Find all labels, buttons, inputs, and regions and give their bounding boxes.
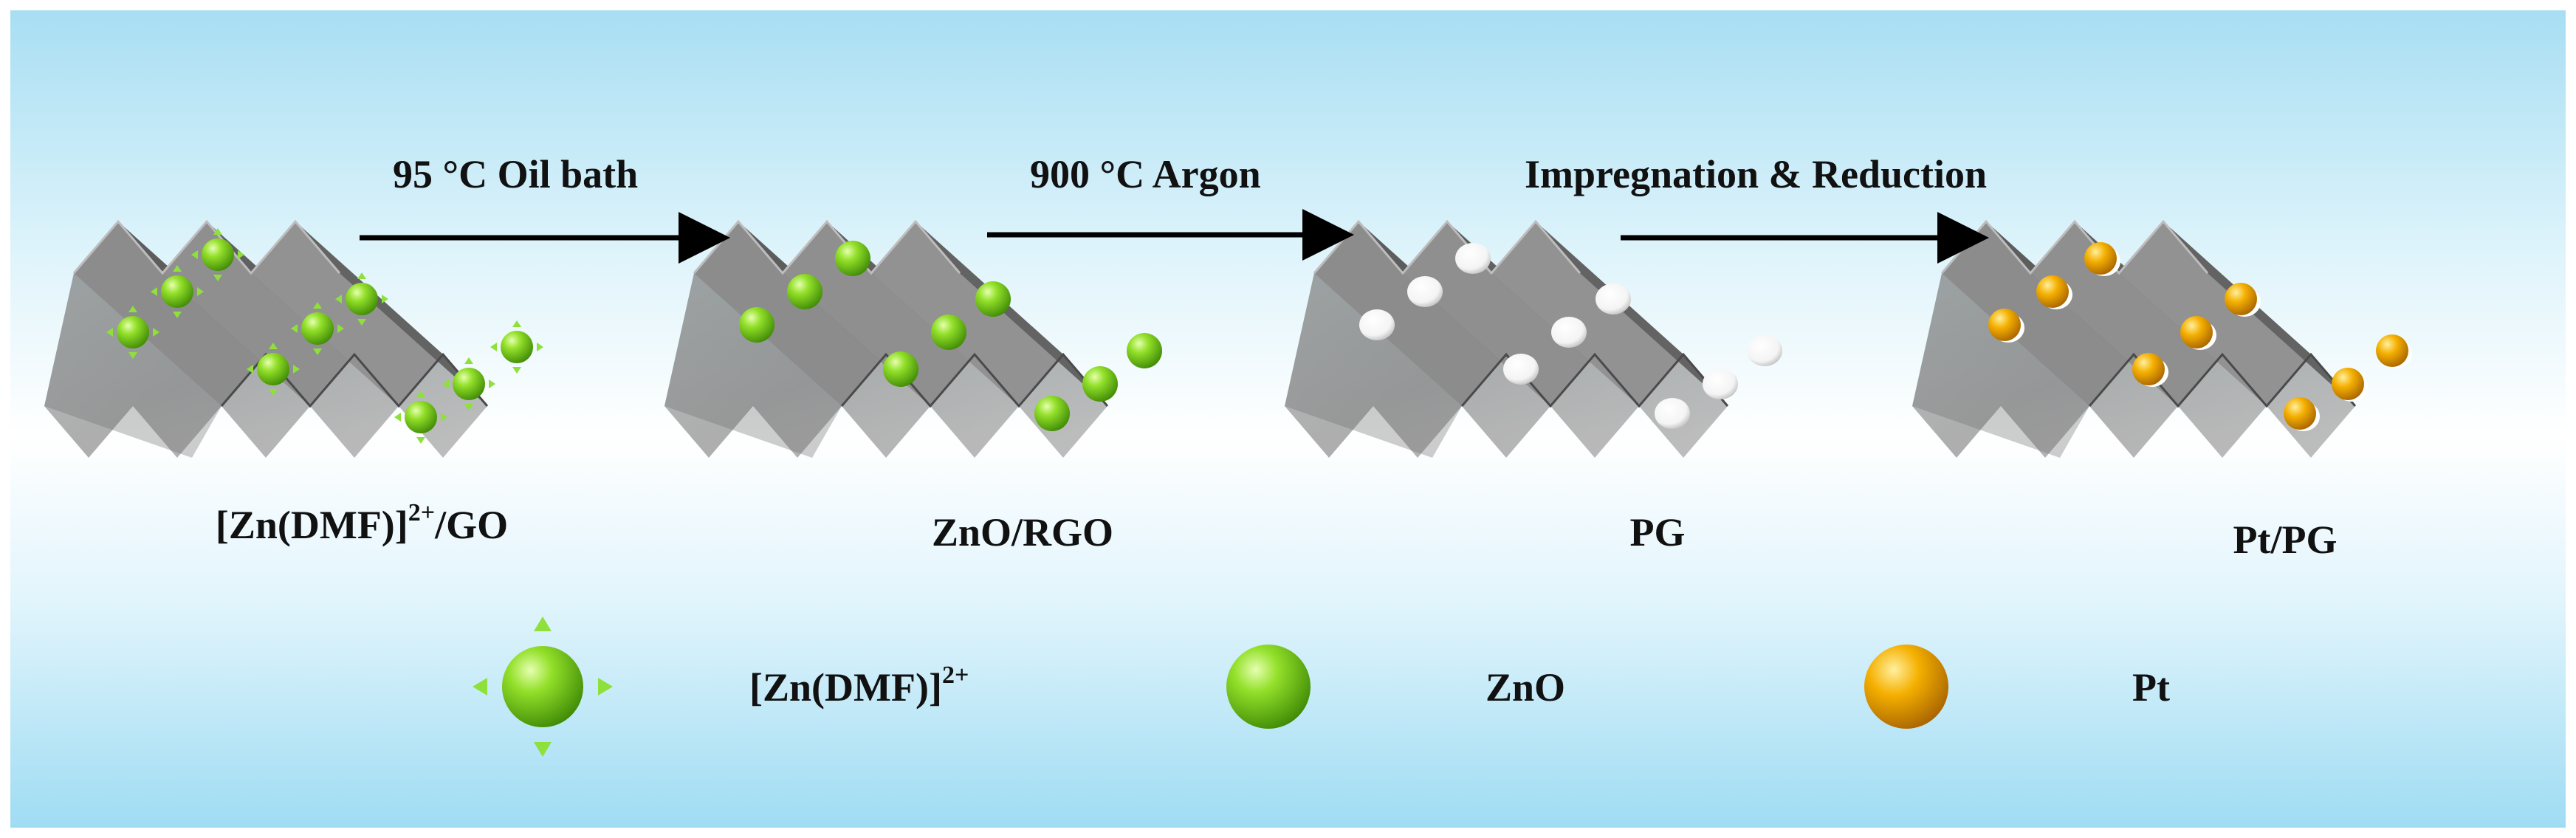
pore <box>1703 368 1738 399</box>
pt-particle <box>1988 309 2021 341</box>
zno-particle <box>1034 396 1070 431</box>
zn-dmf-complex-icon <box>473 617 613 757</box>
zno-particle <box>1082 366 1118 402</box>
zno-particle <box>787 274 822 309</box>
step-label-impregnation: Impregnation & Reduction <box>1525 152 1988 196</box>
pt-particle <box>2180 316 2213 348</box>
legend-label-pt: Pt <box>2132 665 2170 710</box>
zno-particle <box>975 281 1011 317</box>
step-label-argon: 900 °C Argon <box>1030 152 1261 196</box>
sample-label-zno-rgo: ZnO/RGO <box>931 510 1114 554</box>
pt-particle <box>2132 353 2165 385</box>
legend-label-zno: ZnO <box>1486 665 1566 710</box>
pt-particle <box>2225 283 2257 315</box>
pore <box>1596 284 1631 315</box>
zno-particle <box>1127 333 1162 368</box>
zno-particles <box>739 241 1162 431</box>
sample-label-pt-pg: Pt/PG <box>2233 518 2338 562</box>
pores <box>1359 243 1782 429</box>
pt-particle <box>2376 334 2408 367</box>
zno-sphere-icon <box>1226 645 1311 729</box>
zno-particle <box>739 307 774 343</box>
sample-label-pg: PG <box>1629 510 1686 554</box>
sample-label-zn-dmf-go: [Zn(DMF)]2+/GO <box>215 499 509 548</box>
pore <box>1747 335 1782 366</box>
zn-dmf-particle <box>490 320 543 374</box>
zno-particle <box>835 241 870 276</box>
pt-particles <box>1988 242 2412 431</box>
pore <box>1455 243 1491 274</box>
zno-particle <box>883 351 918 387</box>
pt-particle <box>2332 368 2364 400</box>
legend-label-zn-dmf: [Zn(DMF)]2+ <box>749 662 969 710</box>
pore <box>1503 354 1539 385</box>
pt-particle <box>2084 242 2117 275</box>
pore <box>1407 276 1443 307</box>
zno-particle <box>931 315 966 350</box>
pt-particle <box>2284 397 2316 430</box>
pore <box>1655 398 1690 429</box>
pore <box>1551 317 1587 348</box>
step-label-oil-bath: 95 °C Oil bath <box>393 152 639 196</box>
pt-sphere-icon <box>1864 645 1948 729</box>
pore <box>1359 309 1395 340</box>
pt-particle <box>2036 275 2069 308</box>
